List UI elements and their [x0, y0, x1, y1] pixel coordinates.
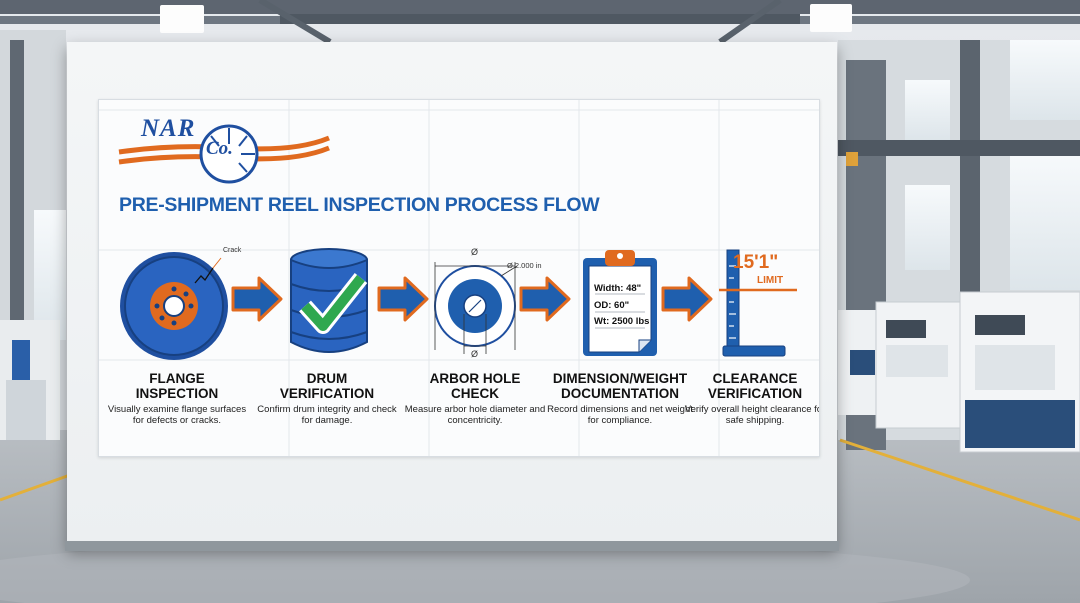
step-5-label: CLEARANCE VERIFICATION [707, 371, 803, 401]
narco-logo: NAR Co. [115, 108, 331, 190]
inspection-poster: NAR Co. PRE-SHIPMENT REEL INSPECTION PRO… [98, 99, 820, 457]
board-base [65, 541, 839, 551]
clearance-limit-value: 15'1" [733, 252, 779, 273]
logo-graphic [118, 124, 330, 184]
clearance-limit-label: LIMIT [757, 275, 784, 286]
step-1-description: Visually examine flange surfaces for def… [107, 404, 247, 426]
logo-text-sub: Co. [206, 138, 233, 159]
poster-grid [99, 100, 819, 456]
step-1-label: FLANGE INSPECTION [135, 371, 219, 401]
arbor-hole-measure-icon [434, 262, 518, 354]
flow-arrow-4 [661, 276, 713, 322]
clipboard-icon [583, 250, 657, 356]
crack-callout: Crack [223, 247, 242, 254]
diameter-symbol-bottom: Ø [471, 349, 479, 359]
logo-text-main: NAR [141, 115, 196, 142]
drum-checkmark-icon [290, 248, 368, 353]
doc-width: Width: 48" [594, 283, 642, 294]
doc-od: OD: 60" [594, 300, 630, 311]
step-4-description: Record dimensions and net weight for com… [547, 404, 693, 426]
poster-title: PRE-SHIPMENT REEL INSPECTION PROCESS FLO… [119, 194, 600, 216]
step-3-label: ARBOR HOLE CHECK [429, 371, 521, 401]
step-2-label: DRUM VERIFICATION [279, 371, 375, 401]
flow-arrow-2 [377, 276, 429, 322]
step-2-description: Confirm drum integrity and check for dam… [257, 404, 397, 426]
flow-arrow-1 [231, 276, 283, 322]
step-3-description: Measure arbor hole diameter and concentr… [404, 404, 546, 426]
flow-arrow-3 [519, 276, 571, 322]
diameter-symbol-top: Ø [471, 247, 479, 257]
doc-weight: Wt: 2500 lbs [594, 316, 650, 327]
step-5-description: Verify overall height clearance for safe… [684, 404, 820, 426]
height-gauge-icon [719, 249, 797, 357]
step-4-label: DIMENSION/WEIGHT DOCUMENTATION [552, 371, 688, 401]
arbor-dimension: Ø 2.000 in [507, 261, 542, 270]
reel-flange-icon [120, 252, 228, 360]
